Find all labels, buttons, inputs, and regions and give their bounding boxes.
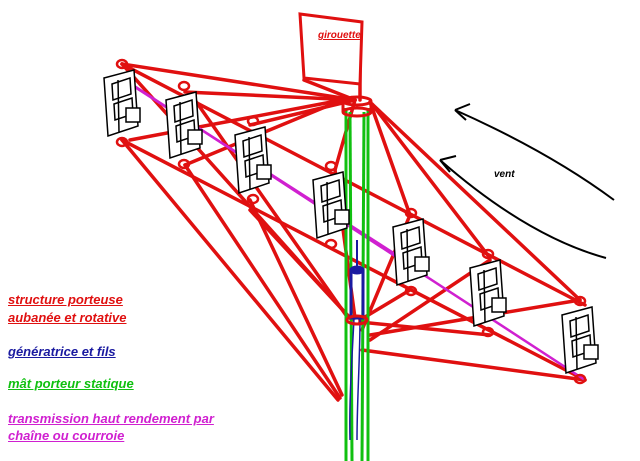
weather-vane <box>298 12 364 86</box>
blades <box>103 69 599 375</box>
blade-panel <box>103 69 141 138</box>
girouette-label: girouette <box>317 30 361 41</box>
blade-panel <box>561 306 599 375</box>
blade-panel <box>165 91 203 160</box>
legend-mast: mât porteur statique <box>8 376 134 391</box>
hinge-ring <box>115 136 129 148</box>
hinge-ring <box>481 248 495 260</box>
hinge-ring <box>404 285 418 297</box>
support-structure <box>120 28 587 402</box>
hinge-ring <box>481 326 495 338</box>
vent-label: vent <box>494 169 515 180</box>
hinge-ring <box>246 115 260 127</box>
hinge-ring <box>573 295 587 307</box>
hinge-rings <box>115 58 587 385</box>
legend-generator: génératrice et fils <box>8 344 116 359</box>
hinge-ring <box>573 373 587 385</box>
generator <box>349 240 365 441</box>
generator-clamp <box>345 314 369 326</box>
blade-panel <box>234 126 272 195</box>
rotating-hub <box>341 95 373 118</box>
hinge-ring <box>177 80 191 92</box>
blade-panel <box>392 218 430 287</box>
blade-panel <box>312 171 350 240</box>
legend-structure-line-2: aubanée et rotative <box>8 310 127 325</box>
hinge-ring <box>115 58 129 70</box>
hinge-ring <box>404 207 418 219</box>
hinge-ring <box>246 193 260 205</box>
hinge-ring <box>324 160 338 172</box>
hinge-ring <box>177 158 191 170</box>
blade-panel <box>469 259 507 328</box>
hinge-ring <box>324 238 338 250</box>
legend-transmission-line-1: transmission haut rendement par <box>8 411 214 426</box>
legend-transmission-line-2: chaîne ou courroie <box>8 428 125 443</box>
wind-arrows <box>439 103 615 259</box>
legend-structure-line-1: structure porteuse <box>8 292 123 307</box>
